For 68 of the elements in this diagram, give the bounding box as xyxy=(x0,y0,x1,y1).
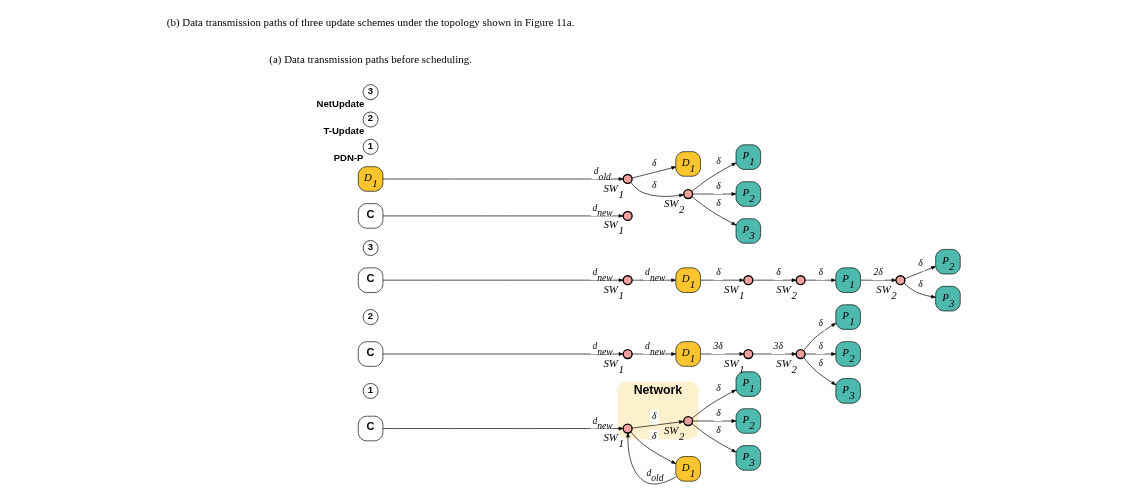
arrow xyxy=(382,177,624,181)
node-circle: 2 xyxy=(362,111,379,128)
node-circle xyxy=(622,210,633,222)
edge-label: δ xyxy=(651,430,657,442)
arrow xyxy=(804,278,837,282)
edge-label: δ xyxy=(918,257,923,269)
edge-label: δ xyxy=(651,156,657,168)
edge-label: δ xyxy=(818,316,823,328)
arrow xyxy=(382,278,624,282)
edge-label: δ xyxy=(716,266,721,278)
edge-label: δ xyxy=(651,178,657,190)
edge-label: δ xyxy=(918,277,923,289)
edge-label: δ xyxy=(716,424,721,436)
node-circle xyxy=(743,348,754,360)
node-circle: 1 xyxy=(362,139,379,155)
arrow xyxy=(382,426,624,431)
arrow xyxy=(804,352,837,356)
node-circle xyxy=(683,188,694,200)
edge-label: δ xyxy=(776,266,781,278)
arrow xyxy=(860,278,897,282)
arrow xyxy=(904,266,936,280)
arrow xyxy=(803,322,837,351)
arrow xyxy=(630,182,684,198)
arrow xyxy=(752,352,797,356)
node-circle: 2 xyxy=(362,309,379,325)
edge-label: δ xyxy=(818,266,823,278)
node-circle xyxy=(622,348,633,360)
arrow xyxy=(382,214,624,218)
label: (a) Data transmission paths before scheduling. xyxy=(269,52,472,65)
node-label: NetUpdate xyxy=(316,97,365,109)
node-circle xyxy=(795,348,806,360)
node-circle xyxy=(895,275,906,286)
node-circle xyxy=(622,173,633,185)
node-circle xyxy=(683,415,694,427)
arrow xyxy=(631,352,676,356)
edge-label: δ xyxy=(716,382,721,394)
arrow xyxy=(631,420,684,429)
arrow xyxy=(692,192,737,196)
node-circle: 3 xyxy=(362,84,379,101)
arrow xyxy=(691,162,737,192)
label: (b) Data transmission paths of three update schemes under the topology shown in Figure 11a. xyxy=(166,15,575,28)
node-circle xyxy=(622,423,633,434)
node-circle xyxy=(622,275,633,286)
node-label: T-Update xyxy=(323,125,365,136)
arrow xyxy=(382,352,624,356)
arrow xyxy=(752,278,797,282)
arrow xyxy=(631,166,677,179)
edge-label: δ xyxy=(716,197,721,209)
edge-label: δ xyxy=(818,340,823,352)
edge-label: δ xyxy=(716,407,721,419)
edge-label: 3δ xyxy=(773,340,783,352)
node-circle xyxy=(743,275,754,286)
edge-label: δ xyxy=(716,180,721,192)
arrow xyxy=(631,278,676,282)
edge-label: δ xyxy=(818,357,823,369)
node-circle: 1 xyxy=(362,383,379,399)
edge-label: δ xyxy=(716,155,721,167)
node-label: PDN-P xyxy=(333,152,364,164)
node-circle: 3 xyxy=(362,240,379,256)
node-circle xyxy=(795,275,806,286)
edge-label: δ xyxy=(651,410,657,422)
edge-label: 3δ xyxy=(713,340,723,352)
arrow xyxy=(903,282,936,299)
arrow xyxy=(700,278,745,282)
edge-label: 2δ xyxy=(873,266,883,278)
arrow xyxy=(692,419,737,423)
arrow xyxy=(626,432,677,485)
arrow xyxy=(700,352,745,356)
